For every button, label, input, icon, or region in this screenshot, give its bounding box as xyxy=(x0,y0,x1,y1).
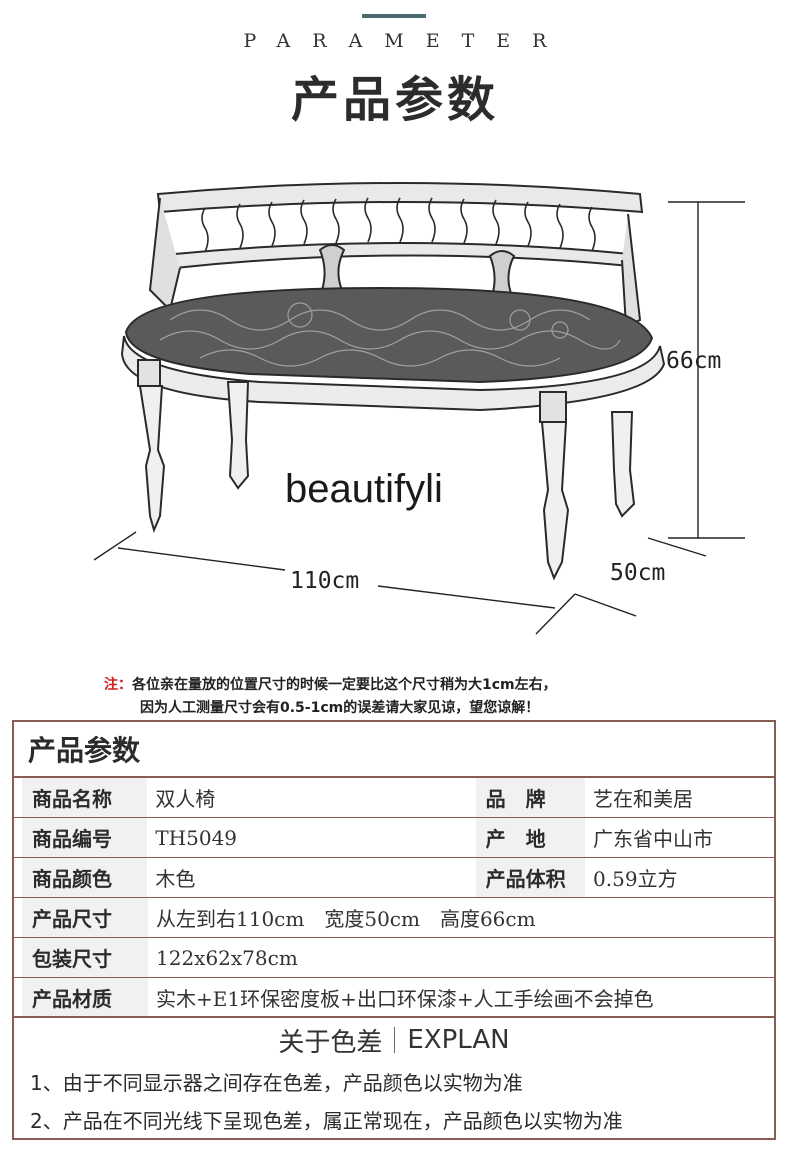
length-dim-line-right xyxy=(377,585,556,609)
table-row: 包装尺寸 122x62x78cm xyxy=(14,938,774,978)
back-right-leg xyxy=(610,411,636,518)
color-difference-section: 关于色差 EXPLAN 1、由于不同显示器之间存在色差，产品颜色以实物为准 2、… xyxy=(14,1018,774,1138)
pack-label: 包装尺寸 xyxy=(22,938,148,977)
left-splat xyxy=(318,244,346,294)
product-illustration: 66cm 110cm 50cm beautifyli xyxy=(93,182,745,635)
note-label: 注： xyxy=(104,677,132,693)
brand-label: 品 牌 xyxy=(475,778,586,817)
size-value: 从左到右110cm 宽度50cm 高度66cm xyxy=(156,907,536,931)
cushion-pattern xyxy=(159,302,621,367)
length-dim-left-tick xyxy=(93,531,137,561)
table-row: 产品尺寸 从左到右110cm 宽度50cm 高度66cm xyxy=(14,898,774,938)
brand-value: 艺在和美居 xyxy=(593,787,694,811)
top-accent-bar xyxy=(362,14,426,18)
size-label: 产品尺寸 xyxy=(22,898,148,937)
back-left-leg xyxy=(226,381,250,490)
depth-dim-line xyxy=(574,593,637,617)
left-back-post xyxy=(148,197,181,312)
explan-line-2: 2、产品在不同光线下呈现色差，属正常现在，产品颜色以实物为准 xyxy=(30,1108,623,1133)
length-dim-line-left xyxy=(117,547,286,571)
table-row: 产品材质 实木+E1环保密度板+出口环保漆+人工手绘画不会掉色 xyxy=(14,978,774,1018)
material-value: 实木+E1环保密度板+出口环保漆+人工手绘画不会掉色 xyxy=(156,986,654,1011)
table-row: 商品颜色 木色 产品体积 0.59立方 xyxy=(14,858,774,898)
front-left-leg xyxy=(138,385,166,533)
spindles xyxy=(201,197,596,253)
measurement-note: 注：各位亲在量放的位置尺寸的时候一定要比这个尺寸稍为大1cm左右， 因为人工测量… xyxy=(104,674,557,720)
pack-value: 122x62x78cm xyxy=(156,945,298,970)
depth-dim-label: 50cm xyxy=(610,560,665,586)
note-line-2: 因为人工测量尺寸会有0.5-1cm的误差请大家见谅，望您谅解！ xyxy=(140,700,540,716)
seat-apron xyxy=(120,335,666,412)
right-back-post xyxy=(621,213,642,328)
volume-value: 0.59立方 xyxy=(593,867,678,891)
volume-label: 产品体积 xyxy=(475,858,586,897)
explan-divider xyxy=(394,1027,396,1053)
table-row: 商品编号 TH5049 产 地 广东省中山市 xyxy=(14,818,774,858)
left-corner-block xyxy=(137,359,161,387)
explan-title-cn: 关于色差 xyxy=(278,1027,383,1058)
parameter-table: 产品参数 商品名称 双人椅 品 牌 艺在和美居 商品编号 TH5049 产 地 … xyxy=(12,720,776,1140)
code-label: 商品编号 xyxy=(22,818,148,857)
color-label: 商品颜色 xyxy=(22,858,148,897)
explan-title-en: EXPLAN xyxy=(407,1025,510,1055)
front-right-leg xyxy=(540,421,570,581)
name-label: 商品名称 xyxy=(22,778,148,817)
table-row: 商品名称 双人椅 品 牌 艺在和美居 xyxy=(14,778,774,818)
table-heading: 产品参数 xyxy=(14,722,774,778)
origin-label: 产 地 xyxy=(475,818,586,857)
back-lower-rail xyxy=(174,242,631,270)
length-dim-label: 110cm xyxy=(290,568,359,594)
note-line-1: 各位亲在量放的位置尺寸的时候一定要比这个尺寸稍为大1cm左右， xyxy=(132,677,557,693)
back-top-rail xyxy=(156,182,644,214)
explan-line-1: 1、由于不同显示器之间存在色差，产品颜色以实物为准 xyxy=(30,1070,523,1095)
material-label: 产品材质 xyxy=(22,978,148,1016)
eyebrow-title: PARAMETER xyxy=(243,30,569,52)
brand-watermark: beautifyli xyxy=(285,467,443,511)
length-dim-right-tick xyxy=(535,593,576,635)
seat-cushion xyxy=(124,286,654,384)
origin-value: 广东省中山市 xyxy=(593,827,714,851)
depth-dim-line-upper xyxy=(647,537,707,557)
height-dim-label: 66cm xyxy=(666,348,721,374)
name-value: 双人椅 xyxy=(155,787,216,811)
code-value: TH5049 xyxy=(155,825,238,850)
color-value: 木色 xyxy=(155,867,196,891)
explan-title: 关于色差 EXPLAN xyxy=(14,1018,774,1062)
page-title: 产品参数 xyxy=(290,72,499,128)
right-corner-block xyxy=(539,391,567,423)
